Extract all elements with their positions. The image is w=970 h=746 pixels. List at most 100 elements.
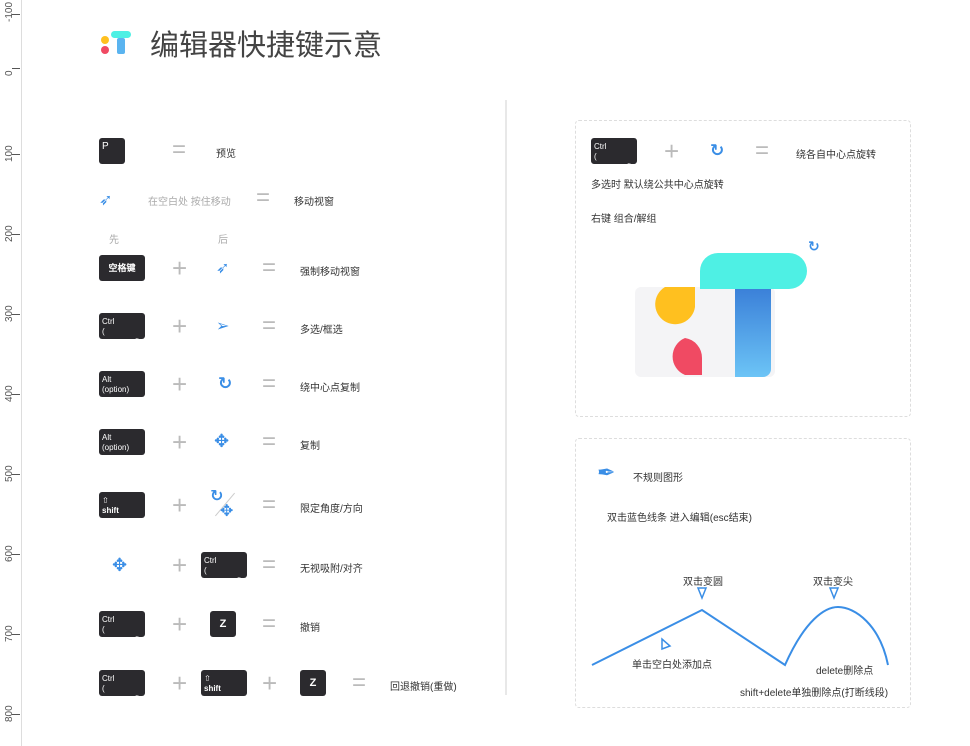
divider <box>505 100 507 695</box>
label-undo: 撤销 <box>300 623 320 634</box>
ruler-label: 500 <box>4 465 15 482</box>
rotate-panel <box>575 120 911 417</box>
key-label: Ctrl <box>102 317 115 326</box>
ruler-tick <box>12 474 20 475</box>
cursor-icon: ➶ <box>99 192 113 209</box>
shift-arrow-icon: ⇧ <box>102 496 109 505</box>
label-rotate-copy: 绕中心点复制 <box>300 383 360 394</box>
equals-sign: = <box>262 491 277 518</box>
equals-sign: = <box>262 312 277 339</box>
key-label: Ctrl <box>594 142 607 151</box>
cursor-icon: ➶ <box>216 260 230 277</box>
ruler-label: 300 <box>4 305 15 322</box>
key-label: ( command) <box>594 152 632 171</box>
logo-illustration <box>635 253 807 377</box>
plus-sign: + <box>172 490 188 520</box>
key-ctrl: Ctrl( command) <box>99 670 145 703</box>
pointer-icon <box>828 587 840 601</box>
ruler-label: -100 <box>4 1 15 22</box>
equals-sign: = <box>262 551 277 578</box>
label-sharp: 双击变尖 <box>813 577 853 588</box>
move-icon: ✥ <box>220 503 234 520</box>
shift-arrow-icon: ⇧ <box>204 674 211 683</box>
ruler-tick <box>12 68 20 69</box>
ruler-label: 800 <box>4 705 15 722</box>
edit-hint: 双击蓝色线条 进入编辑(esc结束) <box>607 513 752 524</box>
equals-sign: = <box>262 428 277 455</box>
key-label: Ctrl <box>102 674 115 683</box>
equals-sign: = <box>352 669 367 696</box>
key-p: P <box>99 138 125 164</box>
key-ctrl: Ctrl( command) <box>99 313 145 346</box>
move-icon: ✥ <box>112 555 128 575</box>
plus-sign: + <box>664 136 680 166</box>
label-rotate-each: 绕各自中心点旋转 <box>796 150 876 161</box>
drag-hint: 在空白处 按住移动 <box>148 197 231 208</box>
pen-tool-icon: ✒ <box>597 460 616 485</box>
key-alt: Alt(option) <box>99 429 145 455</box>
ruler-label: 700 <box>4 625 15 642</box>
label-no-snap: 无视吸附/对齐 <box>300 564 363 575</box>
equals-sign: = <box>262 254 277 281</box>
label-first: 先 <box>109 235 119 246</box>
rotate-icon[interactable]: ↻ <box>808 238 820 254</box>
key-label: Alt <box>102 433 112 442</box>
label-add-point: 单击空白处添加点 <box>632 660 712 671</box>
ruler-tick <box>12 554 20 555</box>
key-label: Ctrl <box>102 615 115 624</box>
ruler-tick <box>12 234 20 235</box>
label-copy: 复制 <box>300 441 320 452</box>
path-illustration <box>591 587 889 667</box>
ruler-tick <box>12 314 20 315</box>
key-ctrl: Ctrl( command) <box>99 611 145 644</box>
ruler-label: 100 <box>4 145 15 162</box>
ruler-tick <box>12 14 20 15</box>
label-redo: 回退撤销(重做) <box>390 682 457 693</box>
key-label: ( command) <box>102 327 140 346</box>
rotate-icon: ↻ <box>710 141 725 160</box>
equals-sign: = <box>256 184 271 211</box>
ruler-tick <box>12 634 20 635</box>
key-z: Z <box>210 611 236 637</box>
plus-sign: + <box>262 668 278 698</box>
plus-sign: + <box>172 369 188 399</box>
note-multi-rotate: 多选时 默认绕公共中心点旋转 <box>591 180 724 191</box>
key-ctrl: Ctrl( command) <box>201 552 247 585</box>
key-label: Ctrl <box>204 556 217 565</box>
pointer-icon <box>696 587 708 601</box>
label-then: 后 <box>218 235 228 246</box>
plus-sign: + <box>172 550 188 580</box>
key-alt: Alt(option) <box>99 371 145 397</box>
key-label: shift <box>204 684 221 693</box>
rotate-icon: ↻ <box>218 374 233 393</box>
plus-sign: + <box>172 253 188 283</box>
ruler-label: 200 <box>4 225 15 242</box>
key-label: ( command) <box>102 684 140 703</box>
ruler-label: 400 <box>4 385 15 402</box>
key-label: (option) <box>102 385 130 394</box>
pointer-icon: ➢ <box>216 318 230 335</box>
key-shift: ⇧shift <box>99 492 145 518</box>
plus-sign: + <box>172 311 188 341</box>
label-preview: 预览 <box>216 149 236 160</box>
equals-sign: = <box>172 136 187 163</box>
plus-sign: + <box>172 427 188 457</box>
key-label: ( command) <box>204 566 242 585</box>
key-label: ( command) <box>102 625 140 644</box>
irregular-shape-panel <box>575 438 911 708</box>
move-icon: ✥ <box>214 431 230 451</box>
page-title: 编辑器快捷键示意 <box>150 30 383 62</box>
note-group: 右键 组合/解组 <box>591 214 657 225</box>
key-label: Alt <box>102 375 112 384</box>
key-z: Z <box>300 670 326 696</box>
equals-sign: = <box>755 137 770 164</box>
ruler-tick <box>12 154 20 155</box>
pointer-icon <box>661 637 672 651</box>
ruler-tick <box>12 394 20 395</box>
key-space: 空格键 <box>99 255 145 281</box>
label-shift-delete: shift+delete单独删除点(打断线段) <box>740 688 889 699</box>
ruler-label: 0 <box>4 70 15 76</box>
label-delete-point: delete删除点 <box>816 666 874 677</box>
label-multi-select: 多选/框选 <box>300 325 343 336</box>
